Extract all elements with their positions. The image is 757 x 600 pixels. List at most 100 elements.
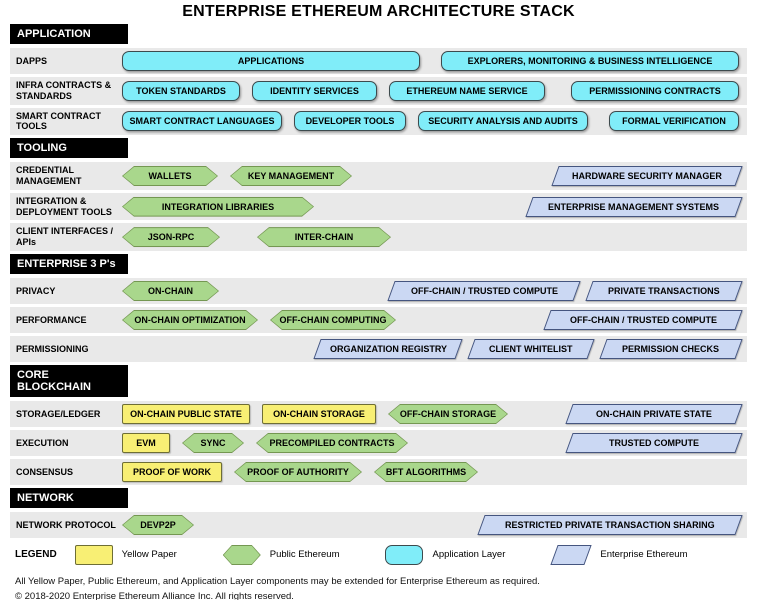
row-integration-deployment-tools: INTEGRATION & DEPLOYMENT TOOLS INTEGRATIO… xyxy=(10,192,747,221)
enterprise-ethereum-swatch-icon xyxy=(550,544,593,565)
component-label: OFF-CHAIN COMPUTING xyxy=(279,314,387,325)
component-label: TRUSTED COMPUTE xyxy=(609,437,699,448)
row-client-interfaces-apis: CLIENT INTERFACES / APIs JSON-RPC INTER-CH… xyxy=(10,223,747,251)
row-items: INTEGRATION LIBRARIES ENTERPRISE MANAGEME… xyxy=(122,196,743,217)
component-client-whitelist: CLIENT WHITELIST xyxy=(467,338,595,359)
row-label-performance: PERFORMANCE xyxy=(16,314,87,325)
component-fill: KEY MANAGEMENT xyxy=(231,167,351,185)
component-developer-tools: DEVELOPER TOOLS xyxy=(294,111,406,132)
component-key-management: KEY MANAGEMENT xyxy=(230,166,352,186)
row-items: JSON-RPC INTER-CHAIN xyxy=(122,227,739,247)
row-label-storage-ledger: STORAGE/LEDGER xyxy=(16,408,101,419)
section-header-enterprise-3-p-s: ENTERPRISE 3 P's xyxy=(10,253,128,274)
component-permission-checks: PERMISSION CHECKS xyxy=(599,338,743,359)
page-title: ENTERPRISE ETHEREUM ARCHITECTURE STACK xyxy=(182,3,575,20)
row-label-dapps: DAPPS xyxy=(16,55,48,66)
component-restricted-private-transaction-sharing: RESTRICTED PRIVATE TRANSACTION SHARING xyxy=(477,514,743,535)
component-fill: INTEGRATION LIBRARIES xyxy=(123,198,313,216)
copyright-text: © 2018-2020 Enterprise Ethereum Alliance… xyxy=(15,590,294,600)
row-label-consensus: CONSENSUS xyxy=(16,466,74,477)
component-fill: ON-CHAIN xyxy=(123,282,218,300)
footer: All Yellow Paper, Public Ethereum, and A… xyxy=(15,574,747,600)
component-permissioning-contracts: PERMISSIONING CONTRACTS xyxy=(571,80,739,101)
component-evm: EVM xyxy=(122,432,170,453)
component-label: PROOF OF AUTHORITY xyxy=(247,466,349,477)
component-off-chain-trusted-compute: OFF-CHAIN / TRUSTED COMPUTE xyxy=(387,280,581,301)
component-label: BFT ALGORITHMS xyxy=(385,466,467,477)
component-wallets: WALLETS xyxy=(122,166,218,186)
component-integration-libraries: INTEGRATION LIBRARIES xyxy=(122,197,314,217)
section-header-core-blockchain: CORE BLOCKCHAIN xyxy=(10,364,128,397)
component-devp2p: DEVP2P xyxy=(122,515,194,535)
row-items: TOKEN STANDARDS IDENTITY SERVICES ETHEREUM… xyxy=(122,80,739,101)
component-label: KEY MANAGEMENT xyxy=(247,170,335,181)
public-ethereum-swatch-fill xyxy=(224,546,260,564)
section-header-application: APPLICATION xyxy=(10,24,128,44)
row-label-client-interfaces-apis: CLIENT INTERFACES / APIs xyxy=(16,226,114,248)
component-fill: BFT ALGORITHMS xyxy=(375,463,477,481)
row-label-integration-deployment-tools: INTEGRATION & DEPLOYMENT TOOLS xyxy=(16,195,112,217)
component-ethereum-name-service: ETHEREUM NAME SERVICE xyxy=(389,80,545,101)
component-fill: OFF-CHAIN COMPUTING xyxy=(271,311,395,329)
legend-item-label: Public Ethereum xyxy=(269,549,340,561)
component-explorers-monitoring-business-intelligence: EXPLORERS, MONITORING & BUSINESS INTELLI… xyxy=(441,51,739,71)
component-hardware-security-manager: HARDWARE SECURITY MANAGER xyxy=(551,165,743,186)
row-label-privacy: PRIVACY xyxy=(16,285,56,296)
component-enterprise-management-systems: ENTERPRISE MANAGEMENT SYSTEMS xyxy=(525,196,743,217)
component-on-chain-storage: ON-CHAIN STORAGE xyxy=(262,403,376,424)
component-label: ON-CHAIN xyxy=(148,285,193,296)
component-fill: PRECOMPILED CONTRACTS xyxy=(257,434,407,452)
row-label-network-protocol: NETWORK PROTOCOL xyxy=(16,519,116,530)
legend-item-enterprise-ethereum: Enterprise Ethereum xyxy=(550,544,688,565)
component-on-chain-public-state: ON-CHAIN PUBLIC STATE xyxy=(122,403,250,424)
row-items: ON-CHAIN PUBLIC STATE ON-CHAIN STORAGE OFF… xyxy=(122,403,743,424)
component-label: PERMISSION CHECKS xyxy=(622,343,720,354)
row-label-permissioning: PERMISSIONING xyxy=(16,343,89,354)
row-smart-contract-tools: SMART CONTRACT TOOLS SMART CONTRACT LANGU… xyxy=(10,107,747,136)
component-fill: SYNC xyxy=(183,434,243,452)
component-fill: INTER-CHAIN xyxy=(258,228,390,246)
legend-item-label: Yellow Paper xyxy=(121,549,177,561)
component-on-chain: ON-CHAIN xyxy=(122,281,219,301)
component-security-analysis-and-audits: SECURITY ANALYSIS AND AUDITS xyxy=(418,111,588,132)
legend-item-public-ethereum: Public Ethereum xyxy=(223,545,340,565)
component-label: JSON-RPC xyxy=(147,232,195,243)
row-items: EVM SYNC PRECOMPILED CONTRACTS TRUSTED COMP… xyxy=(122,432,743,453)
component-label: SYNC xyxy=(200,437,226,448)
component-off-chain-storage: OFF-CHAIN STORAGE xyxy=(388,404,508,424)
component-bft-algorithms: BFT ALGORITHMS xyxy=(374,462,478,482)
row-label-credential-management: CREDENTIAL MANAGEMENT xyxy=(16,165,82,186)
component-fill: JSON-RPC xyxy=(123,228,219,246)
component-label: ORGANIZATION REGISTRY xyxy=(329,343,447,354)
row-network-protocol: NETWORK PROTOCOL DEVP2P RESTRICTED PRIVATE… xyxy=(10,511,747,538)
component-precompiled-contracts: PRECOMPILED CONTRACTS xyxy=(256,433,408,453)
application-layer-swatch-icon xyxy=(385,544,424,565)
component-private-transactions: PRIVATE TRANSACTIONS xyxy=(585,280,743,301)
legend-title: LEGEND xyxy=(15,549,57,561)
component-formal-verification: FORMAL VERIFICATION xyxy=(609,111,739,132)
component-identity-services: IDENTITY SERVICES xyxy=(252,80,377,101)
component-label: INTEGRATION LIBRARIES xyxy=(161,201,275,212)
component-smart-contract-languages: SMART CONTRACT LANGUAGES xyxy=(122,111,282,132)
component-off-chain-trusted-compute: OFF-CHAIN / TRUSTED COMPUTE xyxy=(543,309,743,330)
footnote-text: All Yellow Paper, Public Ethereum, and A… xyxy=(15,575,540,587)
row-credential-management: CREDENTIAL MANAGEMENT WALLETS KEY MANAGEME… xyxy=(10,162,747,190)
component-off-chain-computing: OFF-CHAIN COMPUTING xyxy=(270,310,396,330)
component-label: OFF-CHAIN STORAGE xyxy=(399,408,497,419)
component-label: HARDWARE SECURITY MANAGER xyxy=(572,170,722,181)
component-token-standards: TOKEN STANDARDS xyxy=(122,80,240,101)
component-organization-registry: ORGANIZATION REGISTRY xyxy=(313,338,463,359)
row-label-smart-contract-tools: SMART CONTRACT TOOLS xyxy=(16,110,101,132)
public-ethereum-swatch-icon xyxy=(223,545,261,565)
component-label: RESTRICTED PRIVATE TRANSACTION SHARING xyxy=(505,519,715,530)
